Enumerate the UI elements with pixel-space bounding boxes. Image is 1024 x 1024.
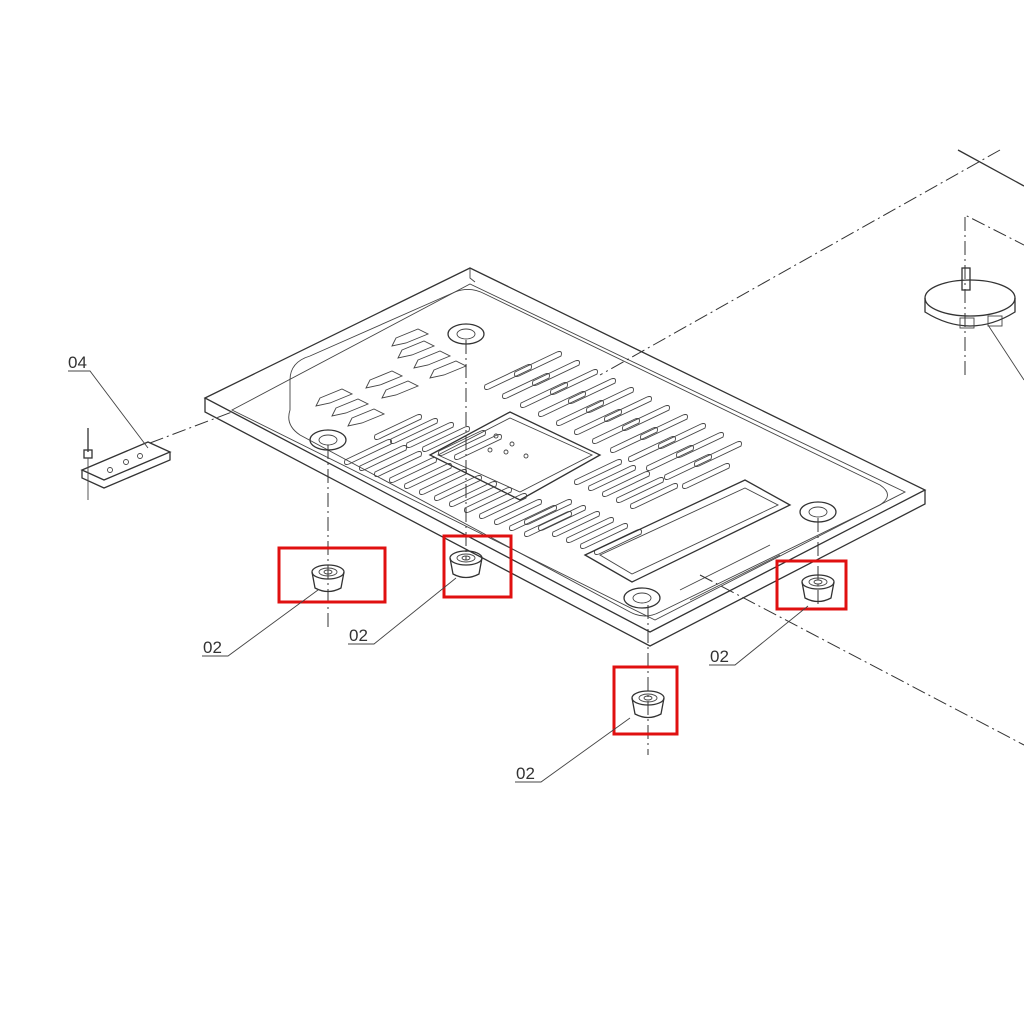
rubber-foot-2[interactable] (449, 550, 483, 579)
part-label-02-b: 02 (349, 626, 368, 645)
base-plate (203, 267, 927, 647)
vent-slots-bottom (524, 459, 678, 555)
vent-slots-left (344, 414, 572, 537)
highlight-box-3 (612, 665, 679, 736)
rubber-foot-3[interactable] (631, 690, 665, 719)
assembly-axes (149, 149, 1024, 755)
rubber-foot-4[interactable] (801, 574, 835, 603)
bracket-part (80, 441, 172, 489)
side-panel-emboss (583, 479, 792, 601)
vent-slots-top (484, 351, 742, 489)
vent-arrows (315, 328, 468, 427)
highlight-box-1 (277, 546, 387, 604)
highlight-box-4 (775, 559, 848, 611)
rubber-foot-1[interactable] (311, 564, 345, 593)
leader-lines (68, 370, 809, 783)
part-label-02-d: 02 (710, 647, 729, 666)
foot-boss-3 (623, 587, 661, 609)
center-recess (428, 411, 602, 501)
part-label-02-a: 02 (203, 638, 222, 657)
screw-icon (83, 428, 93, 500)
part-label-02-c: 02 (516, 764, 535, 783)
part-label-04: 04 (68, 353, 87, 372)
turntable-motor (924, 267, 1016, 329)
highlight-box-2 (442, 534, 513, 599)
top-right-housing-edge (957, 149, 1024, 381)
